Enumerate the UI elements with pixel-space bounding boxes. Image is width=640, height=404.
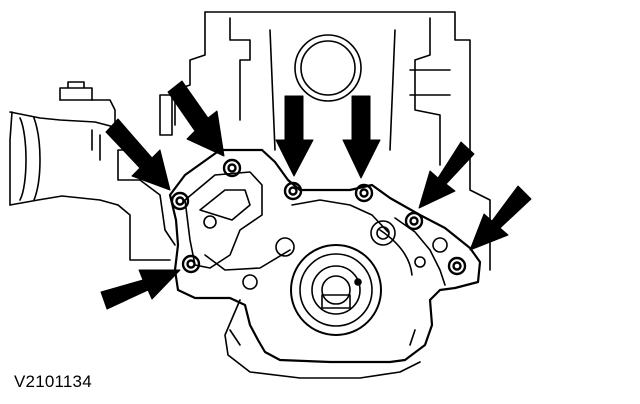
front-cover — [168, 148, 482, 379]
bolt-icon — [181, 254, 201, 274]
callout-arrow-icon — [105, 118, 171, 191]
crankshaft-seal — [290, 244, 382, 336]
figure-id-label: V2101134 — [14, 372, 92, 391]
callout-arrow-icon — [342, 95, 381, 179]
callout-arrow-icon — [418, 141, 475, 209]
bolt-icon — [222, 158, 242, 178]
callout-arrows — [100, 80, 532, 310]
callout-arrow-icon — [167, 80, 225, 157]
bolt-icon — [354, 183, 374, 203]
bolt-icon — [170, 191, 190, 211]
callout-arrow-icon — [100, 269, 181, 310]
bolt-icon — [447, 256, 467, 276]
callout-arrow-icon — [469, 185, 532, 251]
bolt-group — [170, 158, 467, 276]
bolt-icon — [283, 181, 303, 201]
engine-block-outline — [159, 11, 491, 271]
callout-arrow-icon — [275, 95, 314, 177]
bolt-icon — [404, 211, 424, 231]
